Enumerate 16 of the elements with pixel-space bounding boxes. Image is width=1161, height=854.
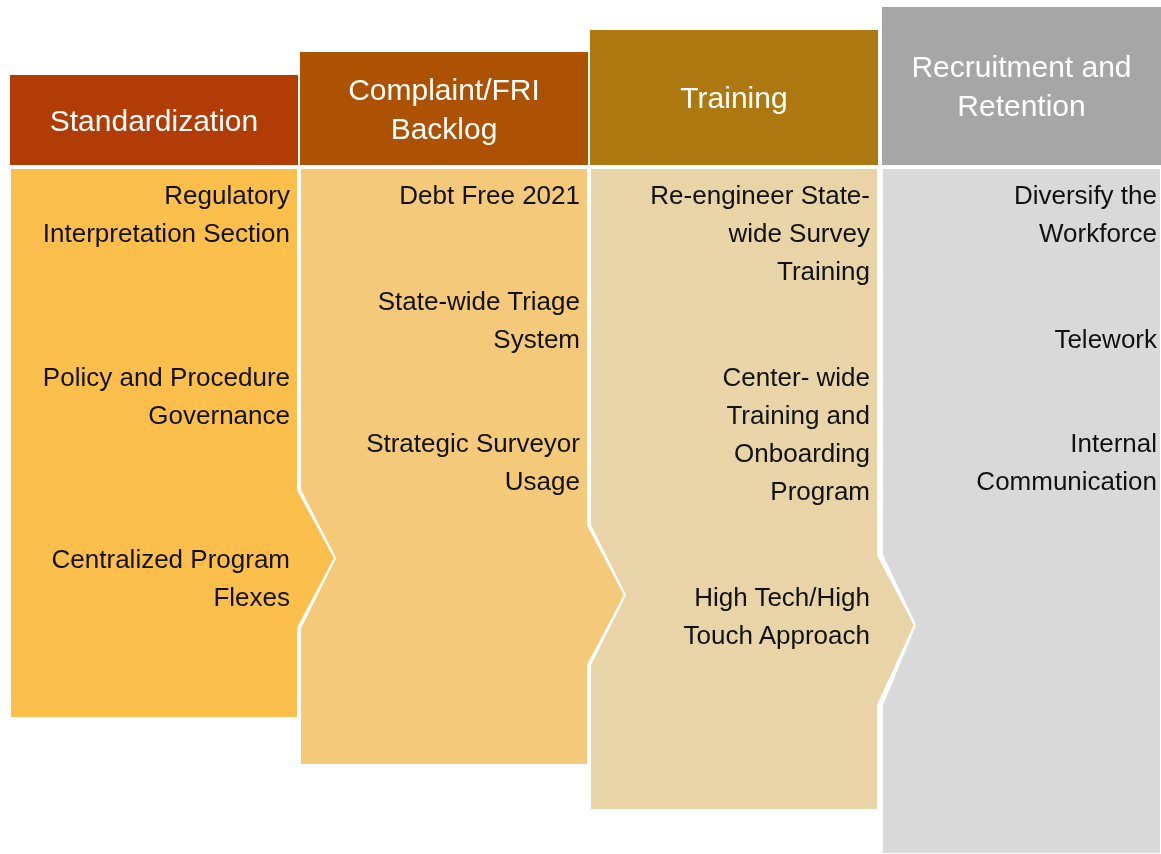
initiative-text: High Tech/High Touch Approach [682,581,870,652]
initiative-text: Internal Communication [975,427,1157,498]
initiative-text: Re-engineer State-wide Survey Training [649,179,870,288]
initiative-text: Diversify the Workforce [1012,179,1157,250]
column-header: Recruitment and Retention [882,7,1161,165]
initiative-text: State-wide Triage System [376,285,580,356]
initiative-text: Telework [1053,323,1157,356]
initiative-text: Debt Free 2021 [398,179,580,212]
chevron-panel [882,168,1161,854]
chevron-panel [590,168,915,810]
chevron-panel [300,168,625,765]
column-header: Training [590,30,878,165]
initiative-text: Center- wide Training and Onboarding Program [721,361,870,508]
column-header: Complaint/FRI Backlog [300,52,588,165]
column-header: Standardization [10,75,298,165]
initiative-text: Strategic Surveyor Usage [365,427,580,498]
